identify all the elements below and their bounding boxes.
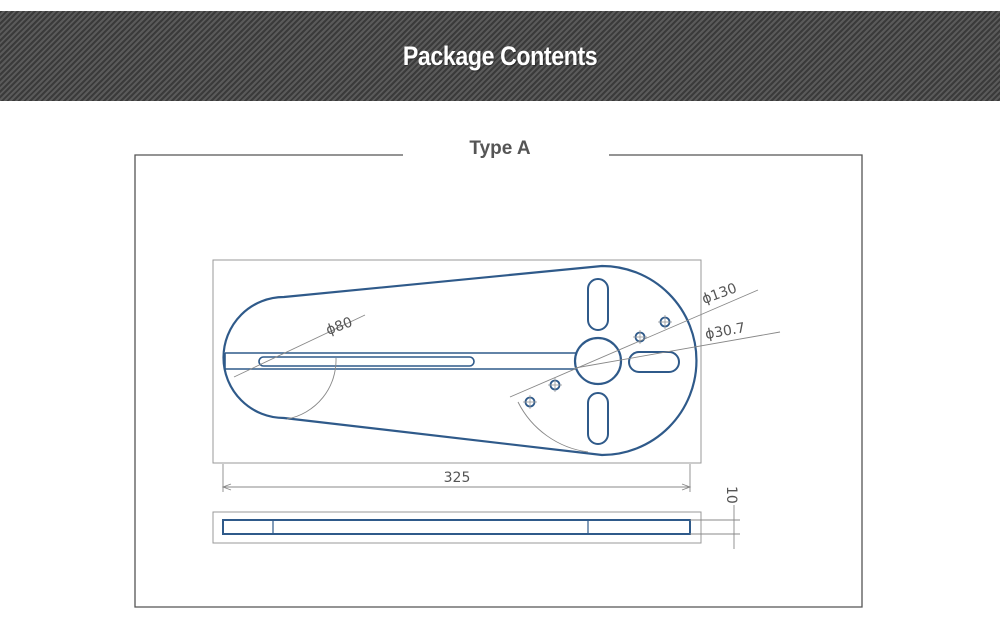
large-diameter-leader <box>509 289 759 398</box>
hole-diameter-leader <box>574 331 781 369</box>
small-diameter-label: ϕ80 <box>324 314 355 338</box>
hole-diameter-label: ϕ30.7 <box>704 320 747 343</box>
length-label: 325 <box>444 470 471 486</box>
page-title: Package Contents <box>402 40 598 71</box>
long-slot <box>258 356 475 367</box>
thickness-label: 10 <box>723 486 739 504</box>
side-view-bounding-box <box>212 511 702 544</box>
upper-slot <box>587 278 609 331</box>
large-diameter-arc <box>517 401 589 453</box>
small-diameter-arc <box>286 357 337 420</box>
type-label: Type A <box>469 138 531 159</box>
center-hole <box>573 336 623 386</box>
side-view-plate <box>222 519 691 535</box>
large-diameter-label: ϕ130 <box>700 280 739 307</box>
small-diameter-leader <box>233 314 366 378</box>
lower-slot <box>587 392 609 445</box>
top-view-bounding-box <box>212 259 702 464</box>
plate-outline <box>222 264 698 457</box>
header-banner: Package Contents <box>0 11 1000 101</box>
side-slot <box>628 351 680 373</box>
